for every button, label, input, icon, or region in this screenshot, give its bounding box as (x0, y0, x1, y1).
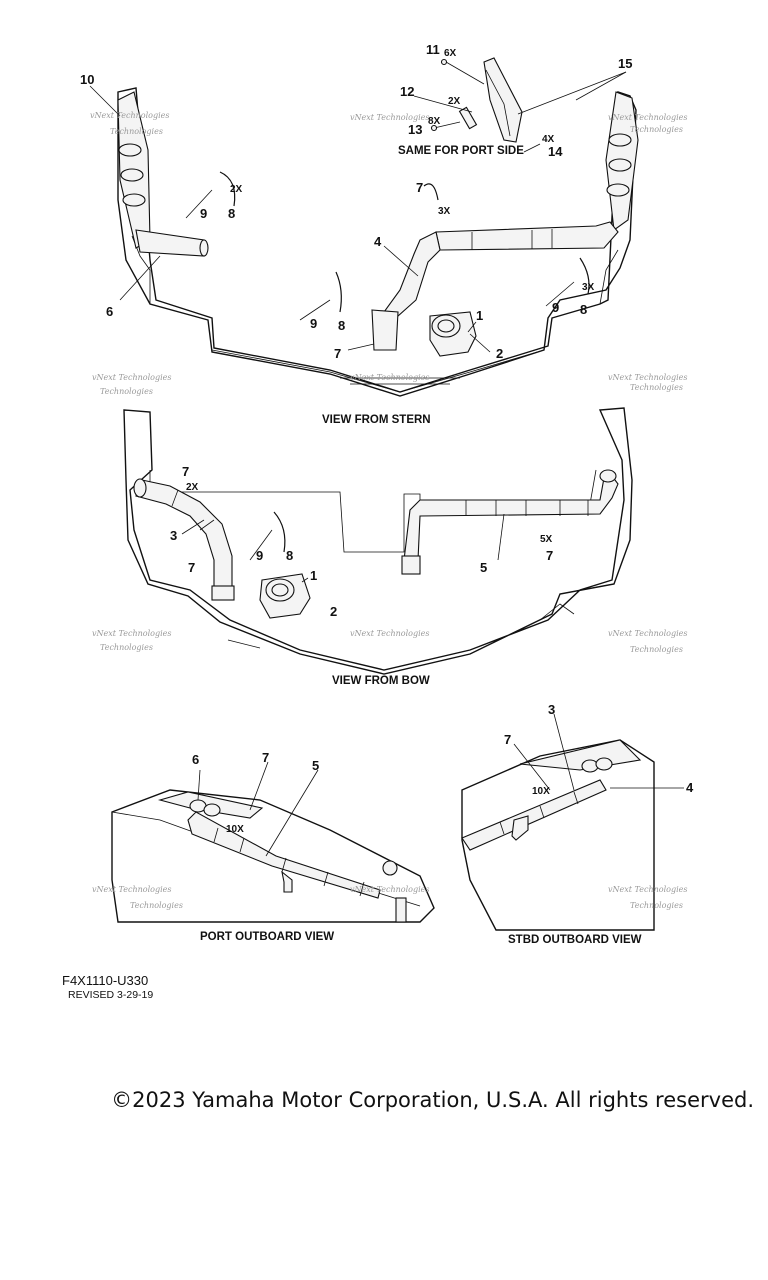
parts-diagram: vNext Technologies vNext Technologies vN… (80, 42, 694, 946)
callout-9: 9 (310, 316, 317, 331)
watermark-text: vNext Technologies (608, 373, 687, 382)
callout-9: 9 (256, 548, 263, 563)
clamp-8-port (219, 171, 236, 207)
qty-3x: 3X (582, 282, 595, 293)
hose-3 (133, 478, 235, 601)
same-for-port-side-note: SAME FOR PORT SIDE (398, 145, 524, 157)
qty-2x: 2X (448, 96, 461, 107)
leader-lines (89, 71, 627, 857)
callout-14: 14 (548, 144, 563, 159)
watermark-text: Technologies (630, 901, 683, 910)
callout-1: 1 (476, 308, 483, 323)
qty-2x: 2X (230, 184, 243, 195)
revision-date: REVISED 3-29-19 (68, 989, 154, 1001)
watermark-text: vNext Technologies (92, 373, 171, 382)
callout-2: 2 (496, 346, 503, 361)
callout-6: 6 (106, 304, 113, 319)
watermark-text: vNext Technologies (350, 373, 429, 382)
callout-11: 11 (426, 42, 440, 57)
watermark-text: vNext Technologies (608, 113, 687, 122)
qty-10x: 10X (226, 824, 244, 835)
hose-5-port (187, 811, 381, 899)
clamp-7-top (423, 183, 439, 201)
callout-13: 13 (408, 122, 422, 137)
callout-8: 8 (338, 318, 345, 333)
watermarks: vNext Technologies vNext Technologies vN… (90, 111, 687, 910)
callout-15: 15 (618, 56, 632, 71)
vent-1-stern (429, 311, 477, 357)
hose-4-stbd (461, 779, 607, 851)
callout-5: 5 (480, 560, 487, 575)
watermark-text: Technologies (630, 383, 683, 392)
callout-8: 8 (286, 548, 293, 563)
callout-10: 10 (80, 72, 94, 87)
qty-10x: 10X (532, 786, 550, 797)
watermark-text: Technologies (110, 127, 163, 136)
callout-7: 7 (182, 464, 189, 479)
watermark-text: vNext Technologies (90, 111, 169, 120)
callout-7: 7 (504, 732, 511, 747)
callout-8: 8 (580, 302, 587, 317)
view-from-bow (123, 407, 633, 675)
callout-7: 7 (416, 180, 423, 195)
callout-9: 9 (200, 206, 207, 221)
port-outboard-caption: PORT OUTBOARD VIEW (200, 931, 334, 943)
callout-1: 1 (310, 568, 317, 583)
callout-7: 7 (262, 750, 269, 765)
qty-6x: 6X (444, 48, 457, 59)
callout-7: 7 (546, 548, 553, 563)
callout-3: 3 (170, 528, 177, 543)
clamp-8-center (335, 271, 342, 313)
callout-8: 8 (228, 206, 235, 221)
stbd-outboard-view (461, 739, 684, 931)
rail-port (117, 91, 209, 257)
watermark-text: Technologies (630, 645, 683, 654)
watermark-text: vNext Technologies (350, 629, 429, 638)
hose-4 (371, 221, 619, 351)
clamp-8-stbd (579, 257, 590, 295)
clamp-8-bow (273, 511, 286, 553)
watermark-text: Technologies (630, 125, 683, 134)
qty-5x: 5X (540, 534, 553, 545)
callout-4: 4 (374, 234, 382, 249)
watermark-text: vNext Technologies (350, 113, 429, 122)
view-from-bow-caption: VIEW FROM BOW (332, 675, 430, 687)
watermark-text: vNext Technologies (92, 629, 171, 638)
watermark-text: Technologies (100, 643, 153, 652)
watermark-text: Technologies (100, 387, 153, 396)
callout-12: 12 (400, 84, 414, 99)
port-outboard-view (111, 789, 435, 923)
copyright-notice: ©2023 Yamaha Motor Corporation, U.S.A. A… (111, 1088, 754, 1112)
callout-7: 7 (334, 346, 341, 361)
rub-rail-detail (430, 57, 541, 153)
callout-9: 9 (552, 300, 559, 315)
callout-4: 4 (686, 780, 694, 795)
qty-8x: 8X (428, 116, 441, 127)
qty-2x: 2X (186, 482, 199, 493)
stbd-outboard-caption: STBD OUTBOARD VIEW (508, 934, 642, 946)
callout-5: 5 (312, 758, 319, 773)
vent-1-bow (259, 573, 311, 619)
view-from-stern-caption: VIEW FROM STERN (322, 414, 431, 426)
view-from-stern (117, 57, 639, 397)
qty-3x: 3X (438, 206, 451, 217)
watermark-text: vNext Technologies (608, 885, 687, 894)
callout-6: 6 (192, 752, 199, 767)
callout-3: 3 (548, 702, 555, 717)
callouts: 10 11 6X 12 2X 8X 13 4X 14 SAME FOR PORT… (80, 42, 694, 946)
watermark-text: vNext Technologies (608, 629, 687, 638)
drawing-code: F4X1110-U330 (62, 973, 149, 988)
hose-5 (401, 469, 619, 575)
qty-4x: 4X (542, 134, 555, 145)
watermark-text: Technologies (130, 901, 183, 910)
watermark-text: vNext Technologies (92, 885, 171, 894)
watermark-text: vNext Technologies (350, 885, 429, 894)
callout-7: 7 (188, 560, 195, 575)
rail-stbd (605, 91, 639, 231)
callout-2: 2 (330, 604, 337, 619)
